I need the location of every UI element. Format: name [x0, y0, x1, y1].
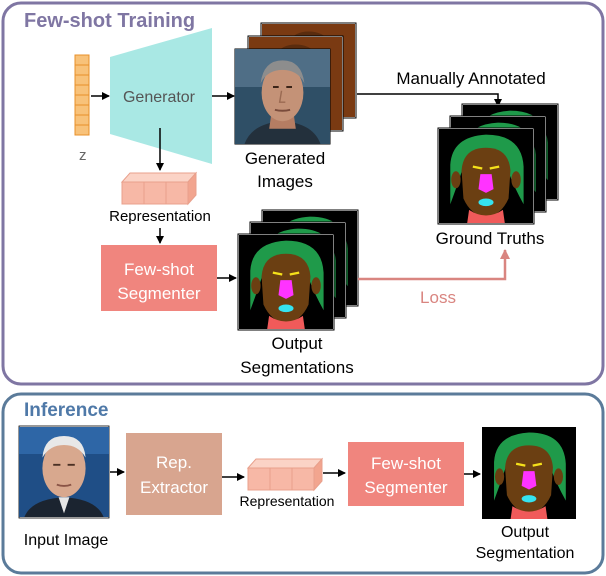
inference-output-label-line2: Segmentation: [476, 545, 575, 562]
generated-images-stack: [234, 22, 357, 145]
inference-output-label-line1: Output: [501, 524, 550, 541]
input-image-label: Input Image: [24, 532, 109, 549]
generated-face-image: [235, 49, 330, 144]
inference-representation-label: Representation: [240, 493, 335, 509]
generator-block: [110, 28, 212, 164]
extractor-block: [126, 433, 222, 515]
inference-segmenter-block: [348, 442, 464, 506]
inference-panel: Inference: [1, 392, 605, 575]
arrow-images-to-annotation: [357, 93, 502, 107]
output-segmentation-mask: [239, 235, 333, 329]
z-label: z: [79, 147, 87, 164]
training-panel: Few-shot Training: [1, 1, 605, 386]
generator-label: Generator: [123, 89, 196, 106]
ground-truth-mask: [439, 129, 533, 223]
inference-segmenter-label-line1: Few-shot: [371, 454, 441, 473]
loss-label: Loss: [420, 288, 456, 307]
inference-representation-block: [246, 457, 324, 492]
latent-vector: [74, 54, 90, 136]
output-label-line1: Output: [271, 334, 322, 353]
training-panel-border: [1, 1, 605, 386]
extractor-label-line1: Rep.: [156, 453, 192, 472]
output-segmentations-stack: [237, 209, 359, 331]
loss-arrow: [358, 249, 510, 281]
output-label-line2: Segmentations: [240, 358, 353, 377]
manual-annotation-label: Manually Annotated: [396, 69, 545, 88]
inference-title: Inference: [24, 400, 108, 421]
segmenter-label-line1: Few-shot: [124, 260, 194, 279]
representation-label: Representation: [109, 208, 211, 225]
inference-output-mask: [482, 427, 576, 519]
input-image: [19, 426, 109, 518]
ground-truths-label: Ground Truths: [436, 229, 545, 248]
generated-label-line1: Generated: [245, 149, 325, 168]
ground-truths-stack: [437, 103, 559, 225]
representation-block: [120, 171, 198, 206]
inference-segmenter-label-line2: Segmenter: [364, 478, 447, 497]
extractor-label-line2: Extractor: [140, 478, 208, 497]
segmenter-block: [101, 245, 217, 311]
inference-panel-border: [1, 392, 605, 575]
training-title: Few-shot Training: [24, 10, 195, 32]
segmenter-label-line2: Segmenter: [117, 284, 200, 303]
generated-label-line2: Images: [257, 172, 313, 191]
